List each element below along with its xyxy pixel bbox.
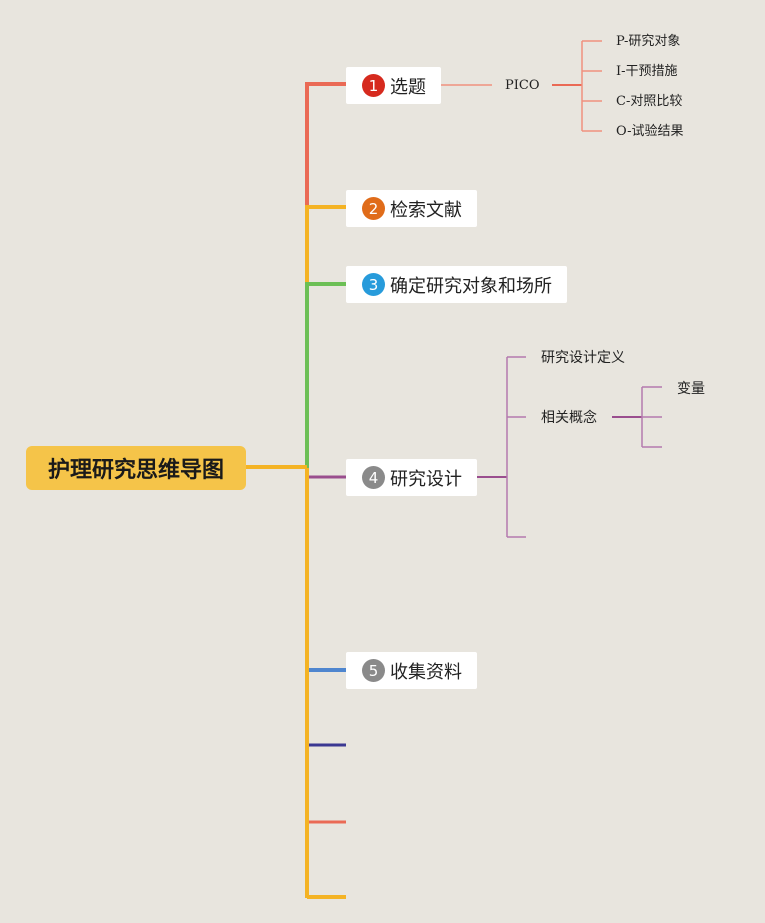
- pico-item-o[interactable]: O-试验结果: [616, 124, 684, 139]
- topic-2-label: 检索文献: [390, 199, 462, 221]
- number-badge-1: 1: [362, 74, 385, 97]
- topic-1-node[interactable]: 1 选题: [346, 67, 441, 104]
- pico-item-c[interactable]: C-对照比较: [616, 94, 683, 109]
- number-badge-5: 5: [362, 659, 385, 682]
- topic-5-node[interactable]: 5 收集资料: [346, 652, 477, 689]
- root-topic[interactable]: 护理研究思维导图: [26, 446, 246, 490]
- topic-2-node[interactable]: 2 检索文献: [346, 190, 477, 227]
- topic-3-label: 确定研究对象和场所: [390, 275, 552, 297]
- topic-5-label: 收集资料: [390, 661, 462, 683]
- pico-label[interactable]: PICO: [505, 78, 540, 93]
- pico-item-p[interactable]: P-研究对象: [616, 34, 681, 49]
- number-badge-2: 2: [362, 197, 385, 220]
- number-badge-3: 3: [362, 273, 385, 296]
- number-badge-4: 4: [362, 466, 385, 489]
- root-title: 护理研究思维导图: [47, 458, 224, 483]
- topic-3-node[interactable]: 3 确定研究对象和场所: [346, 266, 567, 303]
- design-item-concepts[interactable]: 相关概念: [541, 410, 597, 426]
- design-item-definition[interactable]: 研究设计定义: [541, 350, 625, 366]
- concept-item-variable[interactable]: 变量: [677, 381, 705, 397]
- pico-item-i[interactable]: I-干预措施: [616, 64, 678, 79]
- topic-1-label: 选题: [390, 76, 426, 98]
- topic-4-label: 研究设计: [390, 468, 462, 490]
- topic-4-node[interactable]: 4 研究设计: [346, 459, 477, 496]
